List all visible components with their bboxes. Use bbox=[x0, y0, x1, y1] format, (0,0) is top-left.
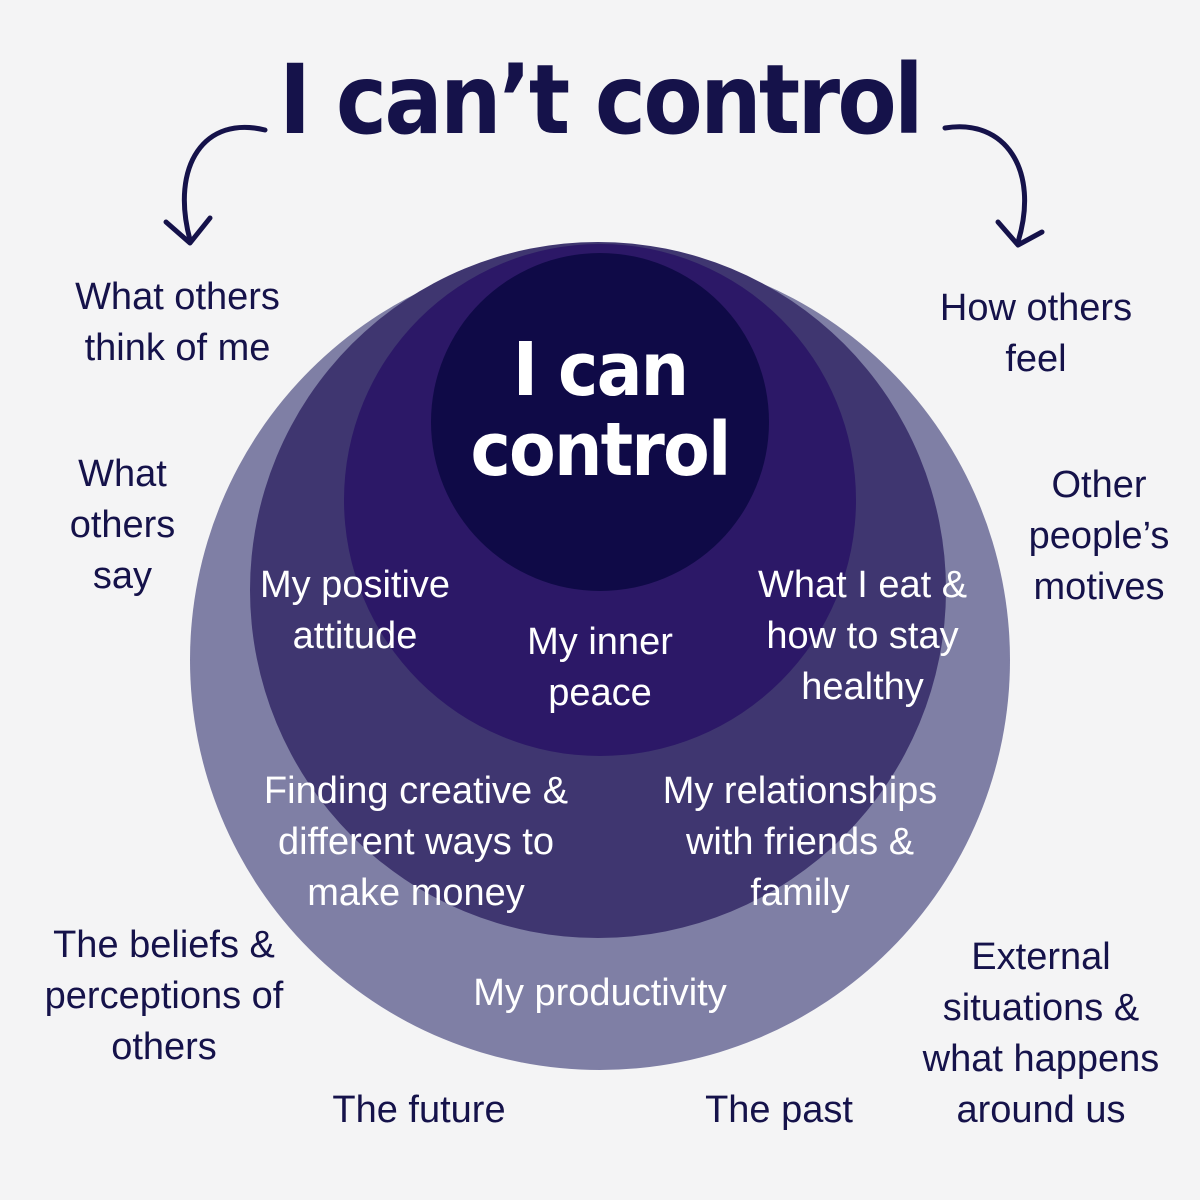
core-circle bbox=[431, 253, 769, 591]
curved-arrow-left-icon bbox=[163, 124, 268, 246]
label-productivity: My productivity bbox=[473, 972, 727, 1014]
label-others-feel: How others feel bbox=[939, 287, 1133, 380]
label-inner-peace: My inner peace bbox=[527, 621, 673, 714]
label-past: The past bbox=[705, 1089, 853, 1131]
center-title: I can control bbox=[470, 327, 732, 493]
label-beliefs: The beliefs & perceptions of others bbox=[44, 924, 284, 1068]
label-positive-attitude: My positive attitude bbox=[259, 564, 451, 657]
label-others-motives: Other people’s motives bbox=[1028, 464, 1170, 608]
label-external: External situations & what happens aroun… bbox=[922, 936, 1160, 1131]
label-relationships: My relationships with friends & family bbox=[662, 770, 938, 914]
label-others-say: What others say bbox=[69, 453, 176, 597]
curved-arrow-right-icon bbox=[942, 124, 1045, 248]
label-future: The future bbox=[332, 1089, 506, 1131]
label-others-think: What others think of me bbox=[75, 276, 280, 369]
label-eat-healthy: What I eat & how to stay healthy bbox=[757, 564, 968, 708]
label-creative-money: Finding creative & different ways to mak… bbox=[263, 770, 569, 914]
page-title: I can’t control bbox=[279, 44, 924, 156]
